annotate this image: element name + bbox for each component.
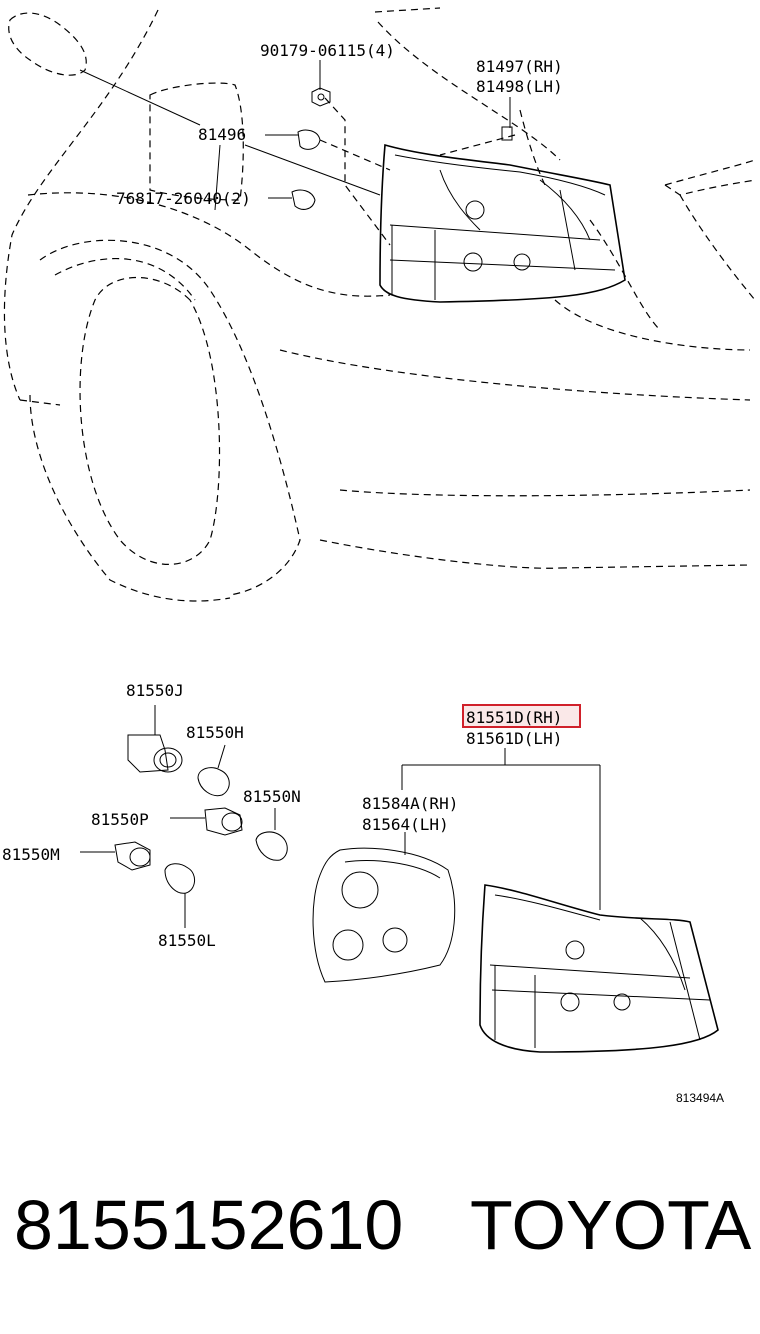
label-81550m: 81550M bbox=[2, 845, 60, 864]
tail-lamp-installed-illustration bbox=[379, 143, 626, 303]
socket-81550j-illustration bbox=[127, 705, 183, 773]
label-81550n: 81550N bbox=[243, 787, 301, 806]
tail-lamp-assembly-illustration bbox=[401, 748, 719, 1053]
leader-lines-top bbox=[79, 60, 516, 246]
socket-81550p-illustration bbox=[170, 807, 243, 836]
label-81550h: 81550H bbox=[186, 723, 244, 742]
fastener-clip-illustration bbox=[297, 126, 513, 150]
gasket-illustration bbox=[312, 832, 456, 983]
fastener-nut-illustration bbox=[311, 87, 331, 107]
fastener-screw-illustration bbox=[291, 189, 316, 210]
label-81584a: 81584A(RH) bbox=[362, 794, 458, 813]
bulb-81550h-illustration bbox=[197, 744, 230, 797]
part-number-caption: 8155152610 bbox=[14, 1186, 404, 1264]
label-81561d: 81561D(LH) bbox=[466, 729, 562, 748]
label-81497: 81497(RH) bbox=[476, 57, 563, 76]
label-90179: 90179-06115(4) bbox=[260, 41, 395, 60]
highlight-box bbox=[462, 704, 581, 728]
brand-caption: TOYOTA bbox=[470, 1186, 752, 1264]
label-81564: 81564(LH) bbox=[362, 815, 449, 834]
label-81551d-highlighted[interactable]: 81551D(RH) bbox=[466, 708, 562, 727]
bulb-81550l-illustration bbox=[164, 863, 195, 928]
socket-81550m-illustration bbox=[80, 841, 151, 871]
diagram-ref-code: 813494A bbox=[676, 1091, 724, 1105]
label-81498: 81498(LH) bbox=[476, 77, 563, 96]
car-body-outline bbox=[3, 7, 756, 602]
label-81550p: 81550P bbox=[91, 810, 149, 829]
bulb-81550n-illustration bbox=[255, 808, 288, 861]
label-81550j: 81550J bbox=[126, 681, 184, 700]
label-81496: 81496 bbox=[198, 125, 246, 144]
label-76817: 76817-26040(2) bbox=[116, 189, 251, 208]
label-81550l: 81550L bbox=[158, 931, 216, 950]
